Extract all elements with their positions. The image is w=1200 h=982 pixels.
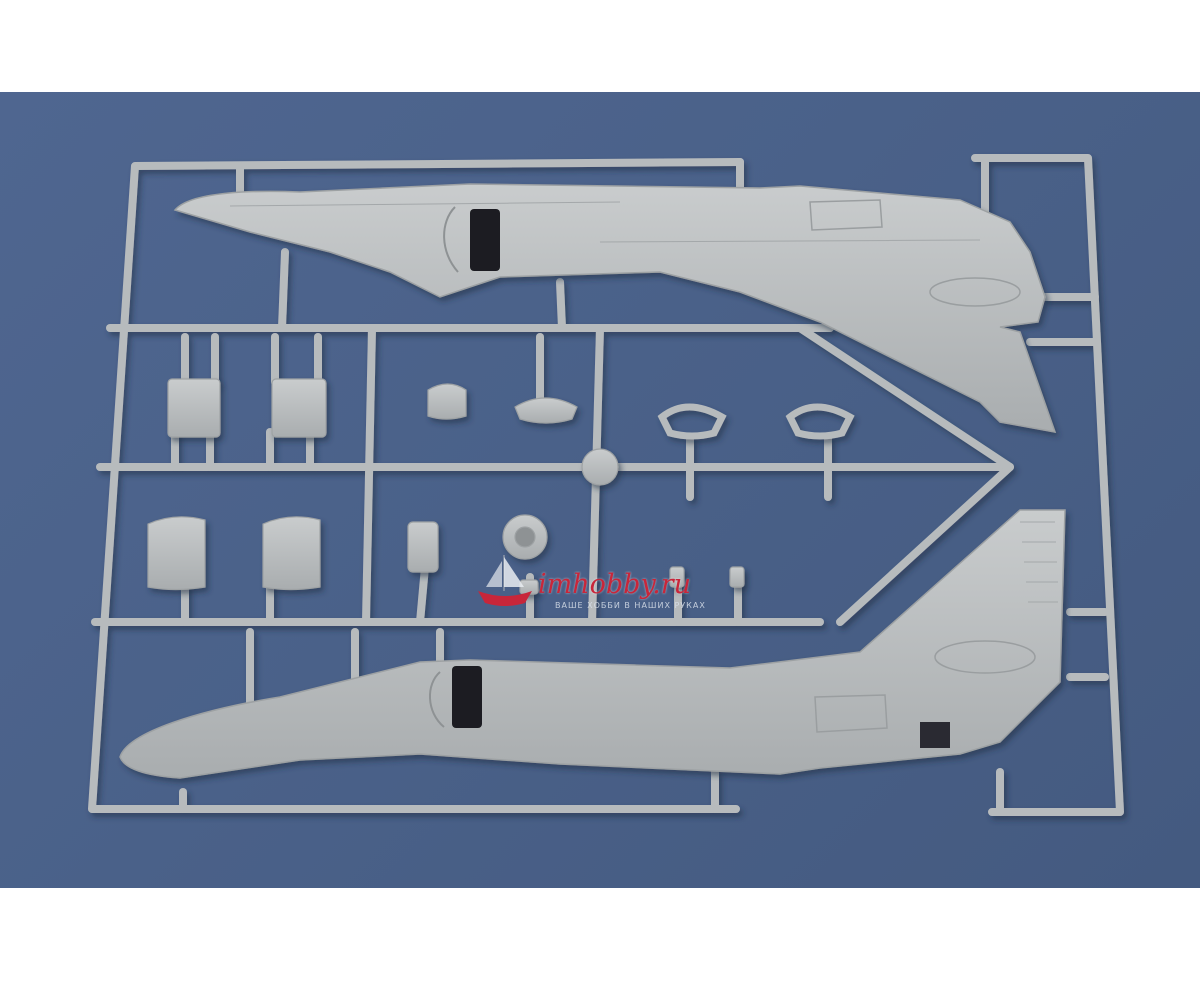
sprue-frame	[88, 154, 1124, 816]
lower-fuselage-half	[119, 509, 1066, 779]
watermark-tagline: ВАШЕ ХОББИ В НАШИХ РУКАХ	[555, 601, 706, 610]
watermark-text: imhobby.ru	[538, 569, 691, 600]
sprue-illustration	[88, 154, 1124, 816]
small-parts	[147, 378, 855, 595]
ship-logo-icon	[478, 555, 532, 606]
upper-fuselage-half	[173, 183, 1057, 433]
product-photo: imhobby.ru ВАШЕ ХОББИ В НАШИХ РУКАХ	[0, 92, 1200, 888]
watermark: imhobby.ru ВАШЕ ХОББИ В НАШИХ РУКАХ	[470, 547, 730, 622]
